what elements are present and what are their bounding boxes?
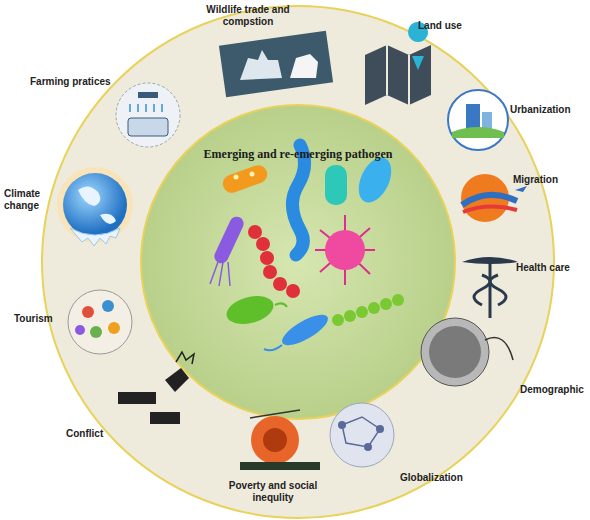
health-care-icon	[462, 257, 518, 318]
factor-label: Demographic	[520, 384, 584, 396]
factor-label: Globalization	[400, 472, 463, 484]
land-use-icon	[365, 22, 431, 105]
factor-label: Tourism	[14, 313, 53, 325]
farming-icon	[116, 83, 180, 147]
tourism-icon	[68, 290, 132, 354]
pathogen-circle: Emerging and re-emerging pathogen	[143, 107, 453, 417]
factor-label: Wildlife trade and compstion	[200, 4, 296, 27]
climate-icon	[57, 167, 133, 246]
factor-label: Land use	[418, 20, 462, 32]
factor-label: Urbanization	[510, 104, 571, 116]
globalization-icon	[330, 403, 394, 467]
poverty-icon	[240, 410, 320, 470]
factor-label: Climate change	[4, 188, 64, 211]
factor-label: Conflict	[66, 428, 103, 440]
node-title: Emerging and re-emerging pathogen	[198, 147, 398, 162]
factor-label: Migration	[513, 174, 558, 186]
microbes	[210, 145, 404, 351]
demographic-icon	[421, 318, 513, 386]
urbanization-icon	[448, 90, 508, 150]
factor-label: Health care	[516, 262, 570, 274]
factor-label: Farming pratices	[30, 76, 111, 88]
wildlife-icon	[219, 31, 333, 98]
conflict-icon	[118, 352, 194, 424]
factor-label: Poverty and social inequlity	[218, 480, 328, 503]
